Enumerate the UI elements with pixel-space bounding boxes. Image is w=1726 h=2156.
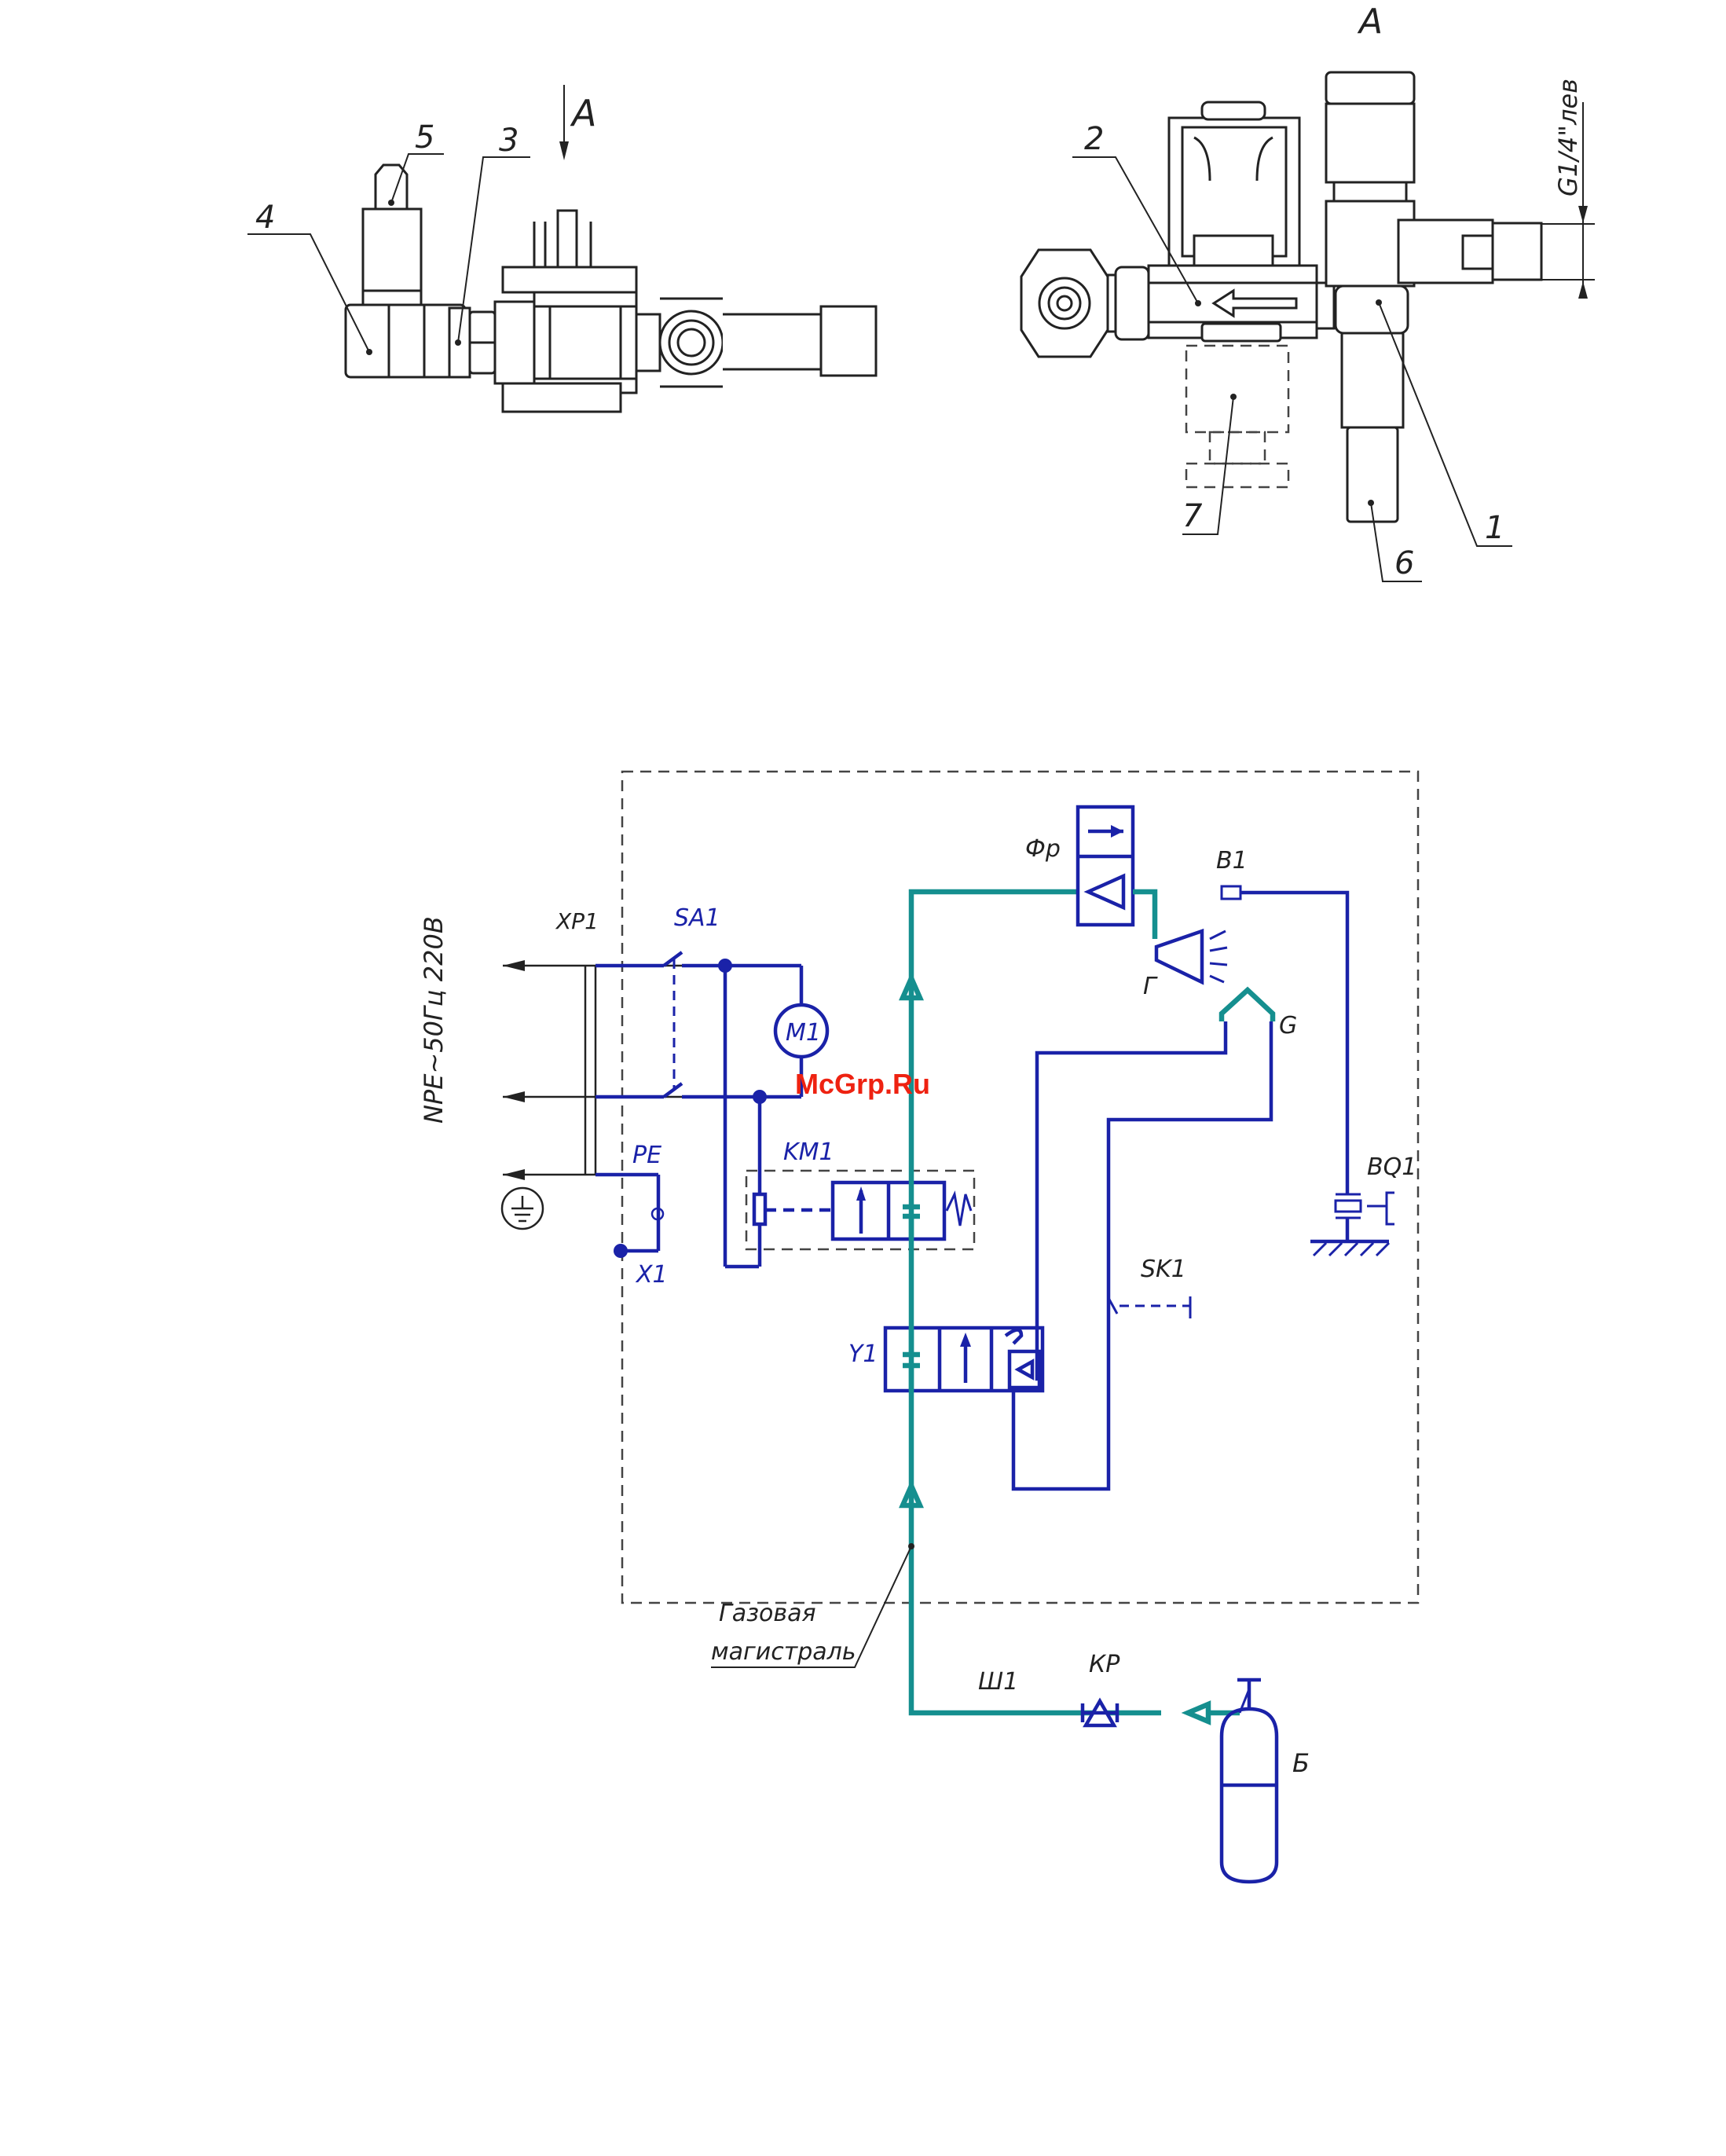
- callout-6: 6: [1394, 545, 1414, 581]
- burner-g: Г G: [1143, 931, 1297, 1040]
- valve-side-view: A 5 3 4: [247, 85, 876, 412]
- thread-dimension: G1/4"лев: [1553, 79, 1583, 196]
- xp1-label: XP1: [555, 908, 599, 934]
- pe-label: PE: [632, 1142, 661, 1169]
- gas-line: [903, 892, 1273, 1722]
- gas-main-note: Газовая магистраль: [711, 1546, 911, 1667]
- b1-label: B1: [1216, 847, 1248, 874]
- valve-view-a: A: [1021, 2, 1595, 581]
- g-label: G: [1279, 1012, 1297, 1040]
- m1-label: M1: [786, 1019, 821, 1047]
- sensor-b1-bq1: B1 BQ1: [1216, 847, 1416, 1256]
- callout-5: 5: [415, 119, 434, 156]
- callout-2: 2: [1084, 121, 1104, 157]
- fr-label: Фр: [1025, 835, 1061, 863]
- power-label: NPE~50Гц 220В: [419, 916, 449, 1124]
- power-lines: XP1 NPE~50Гц 220В: [419, 908, 683, 1229]
- x1-label: X1: [635, 1261, 668, 1289]
- bottle-label: Б: [1292, 1748, 1310, 1778]
- burner-label: Г: [1143, 973, 1158, 1000]
- callout-3: 3: [499, 123, 519, 159]
- regulator-fr: Фр: [1025, 807, 1155, 939]
- gas-bottle: Б: [1222, 1680, 1310, 1882]
- sa1-label: SA1: [674, 904, 720, 932]
- callout-1: 1: [1485, 510, 1504, 546]
- unit-boundary: [622, 772, 1418, 1603]
- view-a-title: A: [1357, 2, 1383, 42]
- km1-label: KM1: [783, 1138, 834, 1166]
- watermark: McGrp.Ru: [795, 1068, 930, 1100]
- relay-km1-coil: [754, 1194, 765, 1224]
- callout-7: 7: [1182, 498, 1203, 534]
- sh1-label: Ш1: [978, 1668, 1018, 1696]
- y1-label: Y1: [848, 1340, 878, 1368]
- kp-label: КР: [1089, 1651, 1120, 1678]
- sk1-label: SK1: [1141, 1256, 1186, 1283]
- gas-main-line2: магистраль: [711, 1638, 856, 1666]
- view-arrow-label: A: [570, 92, 596, 134]
- switch-sk1: SK1: [1109, 1256, 1190, 1318]
- bq1-label: BQ1: [1367, 1153, 1416, 1181]
- gas-main-line1: Газовая: [719, 1600, 816, 1627]
- callout-4: 4: [255, 200, 275, 236]
- schematic: XP1 NPE~50Гц 220В SA1: [419, 772, 1418, 1882]
